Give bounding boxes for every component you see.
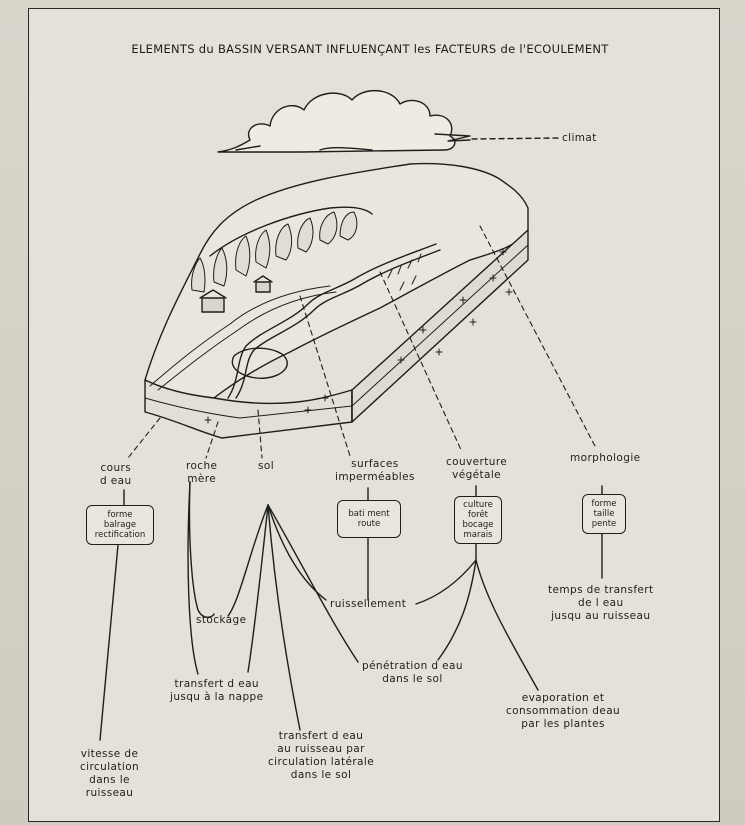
category-cours-deau: cours d eau <box>100 462 132 488</box>
climate-label: climat <box>562 132 597 145</box>
box-surfaces-factors: bati ment route <box>337 500 401 538</box>
cloud-drawing <box>218 91 470 152</box>
effect-transfert-ruisseau: transfert d eau au ruisseau par circulat… <box>268 730 374 782</box>
box-cours-deau-factors: forme balrage rectification <box>86 505 154 545</box>
effect-evaporation: evaporation et consommation deau par les… <box>506 692 620 731</box>
category-surfaces-impermeables: surfaces imperméables <box>335 458 415 484</box>
effect-stockage: stockage <box>196 614 246 627</box>
effect-temps-transfert: temps de transfert de l eau jusqu au rui… <box>548 584 654 623</box>
effect-penetration: pénétration d eau dans le sol <box>362 660 463 686</box>
effect-transfert-nappe: transfert d eau jusqu à la nappe <box>170 678 263 704</box>
category-morphologie: morphologie <box>570 452 641 465</box>
category-sol: sol <box>258 460 274 473</box>
category-roche-mere: roche mère <box>186 460 217 486</box>
category-couverture-vegetale: couverture végétale <box>446 456 507 482</box>
box-couverture-factors: culture forêt bocage marais <box>454 496 502 544</box>
box-morphologie-factors: forme taille pente <box>582 494 626 534</box>
effect-vitesse-circulation: vitesse de circulation dans le ruisseau <box>80 748 139 800</box>
effect-ruissellement: ruissellement <box>330 598 406 611</box>
block-diagram <box>145 164 528 438</box>
climate-leader <box>472 138 560 139</box>
